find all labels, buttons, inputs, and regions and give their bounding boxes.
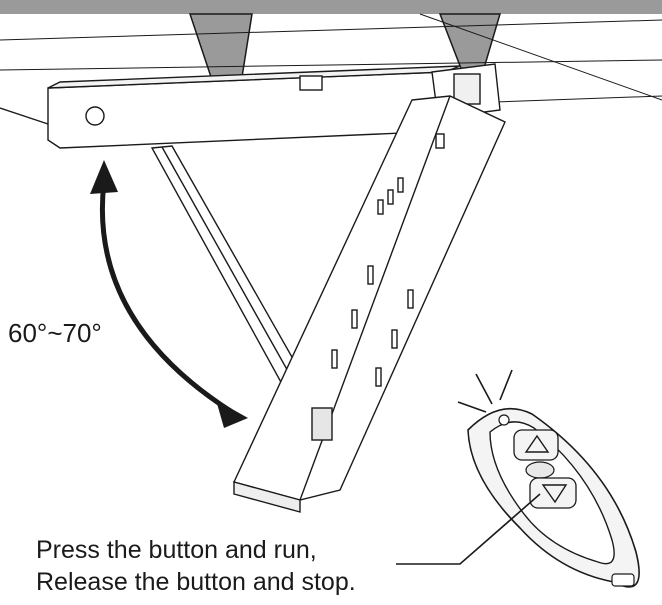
- triangle-down-icon: [541, 484, 568, 504]
- caption-leader: [396, 493, 541, 565]
- angle-arrow: [90, 160, 248, 428]
- angle-label: 60°~70°: [8, 318, 102, 348]
- lift-arm: [233, 95, 506, 513]
- caption-line-1: Press the button and run,: [36, 536, 317, 564]
- mount-bracket: [0, 65, 471, 149]
- up-button[interactable]: [513, 429, 559, 461]
- support-strut: [150, 145, 307, 385]
- remote-control: [457, 369, 640, 588]
- caption-line-2: Release the button and stop.: [36, 568, 356, 596]
- triangle-up-icon: [524, 434, 550, 453]
- down-button[interactable]: [529, 477, 577, 509]
- signal-lines: [457, 369, 513, 413]
